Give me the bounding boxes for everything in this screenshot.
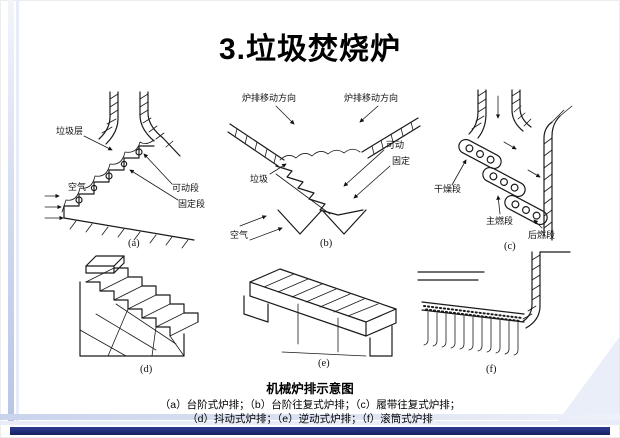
leader-lines-b	[269, 149, 391, 199]
feed-chute	[98, 91, 181, 157]
figure-label-d: (d)	[140, 364, 153, 375]
diagram-e-reverse-acting-grate: (e)	[238, 252, 413, 370]
grate-supports	[243, 295, 393, 357]
funnel-walls	[227, 117, 421, 167]
waste-layer-b	[279, 148, 361, 161]
comb-grate-bars	[423, 311, 519, 356]
bottom-border-stripe-thin	[0, 421, 620, 425]
left-border-stripe-thin	[16, 0, 19, 424]
diagram-d-drawing: (d)	[79, 255, 199, 375]
figure-caption: 机械炉排示意图 （a）台阶式炉排；（b）台阶往复式炉排；（c）履带往复式炉排； …	[0, 378, 620, 426]
label-air-a: 空气	[68, 181, 86, 192]
label-movable: 可动	[386, 140, 404, 150]
stepped-grate-3d	[85, 267, 199, 337]
label-air-b: 空气	[230, 229, 248, 240]
label-fixed: 固定	[392, 155, 410, 166]
stepped-grate	[61, 139, 155, 219]
slide-title: 3.垃圾焚烧炉	[218, 33, 402, 66]
grate-base	[63, 217, 195, 249]
right-wall-f	[521, 251, 571, 329]
label-waste-layer: 垃圾层	[56, 125, 83, 136]
leader-lines-c	[451, 159, 543, 229]
leader-lines	[83, 135, 179, 201]
diagram-f-drawing: (f)	[417, 251, 571, 375]
feed-lines-f	[417, 271, 485, 281]
hopper-box-3d	[85, 255, 125, 274]
bottom-border-stripe	[0, 414, 620, 420]
figure-label-c: (c)	[504, 241, 516, 252]
label-grate-direction-left: 炉排移动方向	[242, 92, 296, 103]
label-drying-section: 干燥段	[434, 183, 461, 194]
diagram-b-drawing: 炉排移动方向 炉排移动方向 可动 固定 垃圾 空气 (b)	[227, 92, 421, 249]
caption-line-2: （d）抖动式炉排；（e）逆动式炉排；（f）滚筒式炉排	[187, 412, 433, 425]
label-movable-section: 可动段	[172, 182, 199, 193]
label-fixed-section: 固定段	[178, 198, 205, 209]
air-hoppers	[239, 209, 367, 241]
feed-chute-c	[468, 89, 532, 139]
diagram-b-reciprocating-grate: 炉排移动方向 炉排移动方向 可动 固定 垃圾 空气 (b)	[226, 90, 421, 250]
label-main-combustion: 主燃段	[486, 215, 513, 226]
support-frame-3d	[79, 281, 185, 357]
diagram-a-stepped-grate: 垃圾层 可动段 固定段 空气 (a)	[42, 90, 227, 250]
diagram-c-drawing: 干燥段 主燃段 后燃段 (c)	[434, 89, 573, 252]
label-post-combustion: 后燃段	[528, 229, 555, 240]
reciprocating-grate	[275, 165, 364, 216]
diagram-f-roller-grate: (f)	[414, 248, 574, 376]
right-wall-c	[543, 105, 573, 241]
diagram-d-shaking-grate: (d)	[56, 252, 241, 376]
figure-label-e: (e)	[318, 358, 330, 369]
caption-title: 机械炉排示意图	[266, 382, 354, 396]
air-arrows	[44, 193, 64, 221]
left-border-stripe	[8, 0, 14, 424]
figure-label-f: (f)	[486, 364, 497, 375]
diagram-c-caterpillar-grate: 干燥段 主燃段 后燃段 (c)	[432, 88, 592, 252]
label-grate-direction-right: 炉排移动方向	[344, 92, 398, 103]
inclined-grate-3d	[249, 268, 397, 337]
diagram-e-drawing: (e)	[243, 268, 397, 369]
direction-arrows	[275, 105, 379, 125]
label-waste: 垃圾	[250, 173, 268, 184]
diagram-a-drawing: 垃圾层 可动段 固定段 空气 (a)	[44, 91, 205, 249]
figure-label-b: (b)	[320, 238, 333, 249]
caption-line-1: （a）台阶式炉排；（b）台阶往复式炉排；（c）履带往复式炉排；	[159, 399, 461, 411]
figure-label-a: (a)	[128, 238, 140, 249]
bottom-navy-bar	[10, 427, 610, 435]
waste-bed-stipple	[421, 301, 525, 323]
belt-sections	[458, 138, 548, 226]
